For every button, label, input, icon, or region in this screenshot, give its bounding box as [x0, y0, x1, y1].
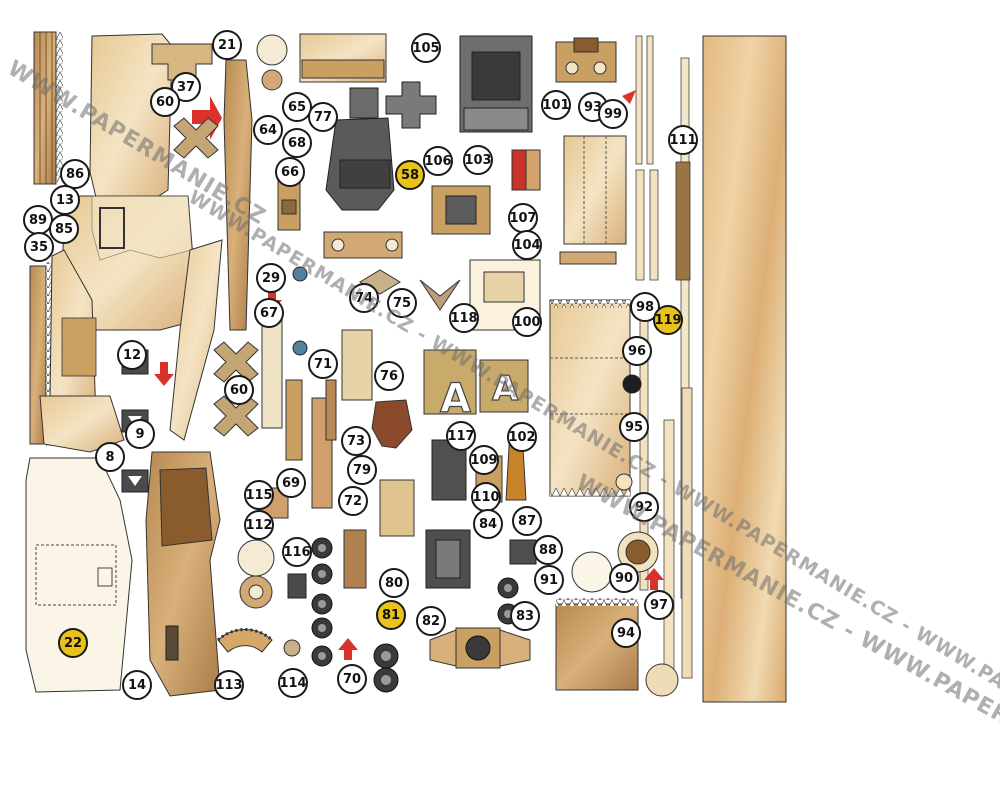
part-number-label: 103	[463, 145, 493, 175]
part-number-label: 114	[278, 668, 308, 698]
part-number-label: 84	[473, 509, 503, 539]
paper-model-sheet: A A	[3, 30, 1000, 793]
part-number-label: 97	[644, 590, 674, 620]
part-number-label: 106	[423, 146, 453, 176]
part-number-label: 105	[411, 33, 441, 63]
svg-text:A: A	[492, 369, 519, 409]
part-number-label: 69	[276, 468, 306, 498]
part-number-label: 115	[244, 480, 274, 510]
part-number-label: 85	[49, 214, 79, 244]
part-number-label: 99	[598, 99, 628, 129]
part-number-label: 73	[341, 426, 371, 456]
part-number-label: 12	[117, 340, 147, 370]
part-number-label: 80	[379, 568, 409, 598]
part-number-label: 100	[512, 307, 542, 337]
part-number-label: 83	[510, 601, 540, 631]
part-number-label: 58	[395, 160, 425, 190]
part-number-label: 116	[282, 537, 312, 567]
part-number-label: 92	[629, 492, 659, 522]
part-number-label: 64	[253, 115, 283, 145]
part-number-label: 22	[58, 628, 88, 658]
part-number-label: 68	[282, 128, 312, 158]
part-number-label: 82	[416, 606, 446, 636]
part-number-label: 70	[337, 664, 367, 694]
long-strip-part	[702, 35, 787, 703]
part-number-label: 9	[125, 419, 155, 449]
part-number-label: 77	[308, 102, 338, 132]
part-number-label: 112	[244, 510, 274, 540]
part-number-label: 119	[653, 305, 683, 335]
part-number-label: 113	[214, 670, 244, 700]
part-number-label: 60	[224, 375, 254, 405]
part-number-label: 60	[150, 87, 180, 117]
part-number-label: 8	[95, 442, 125, 472]
svg-text:A: A	[440, 376, 471, 422]
cut-out-parts-drawing: A A	[25, 31, 787, 703]
part-number-label: 104	[512, 230, 542, 260]
part-number-label: 75	[387, 288, 417, 318]
part-number-label: 72	[338, 486, 368, 516]
part-number-label: 102	[507, 422, 537, 452]
part-number-label: 110	[471, 482, 501, 512]
part-number-label: 96	[622, 336, 652, 366]
part-number-label: 29	[256, 263, 286, 293]
part-number-label: 71	[308, 349, 338, 379]
part-number-label: 117	[446, 421, 476, 451]
part-number-label: 91	[534, 565, 564, 595]
part-number-label: 107	[508, 203, 538, 233]
part-number-label: 35	[24, 232, 54, 262]
part-number-label: 95	[619, 412, 649, 442]
part-number-label: 74	[349, 283, 379, 313]
part-number-label: 66	[275, 157, 305, 187]
part-number-label: 90	[609, 563, 639, 593]
part-number-label: 101	[541, 90, 571, 120]
part-number-label: 94	[611, 618, 641, 648]
part-number-label: 88	[533, 535, 563, 565]
part-number-label: 37	[171, 72, 201, 102]
part-number-label: 13	[50, 185, 80, 215]
part-number-label: 111	[668, 125, 698, 155]
part-number-label: 79	[347, 455, 377, 485]
part-number-label: 21	[212, 30, 242, 60]
part-number-label: 67	[254, 298, 284, 328]
part-number-label: 65	[282, 92, 312, 122]
part-number-label: 87	[512, 506, 542, 536]
part-number-label: 76	[374, 361, 404, 391]
part-number-label: 81	[376, 600, 406, 630]
part-number-label: 118	[449, 303, 479, 333]
part-number-label: 14	[122, 670, 152, 700]
part-number-label: 109	[469, 445, 499, 475]
